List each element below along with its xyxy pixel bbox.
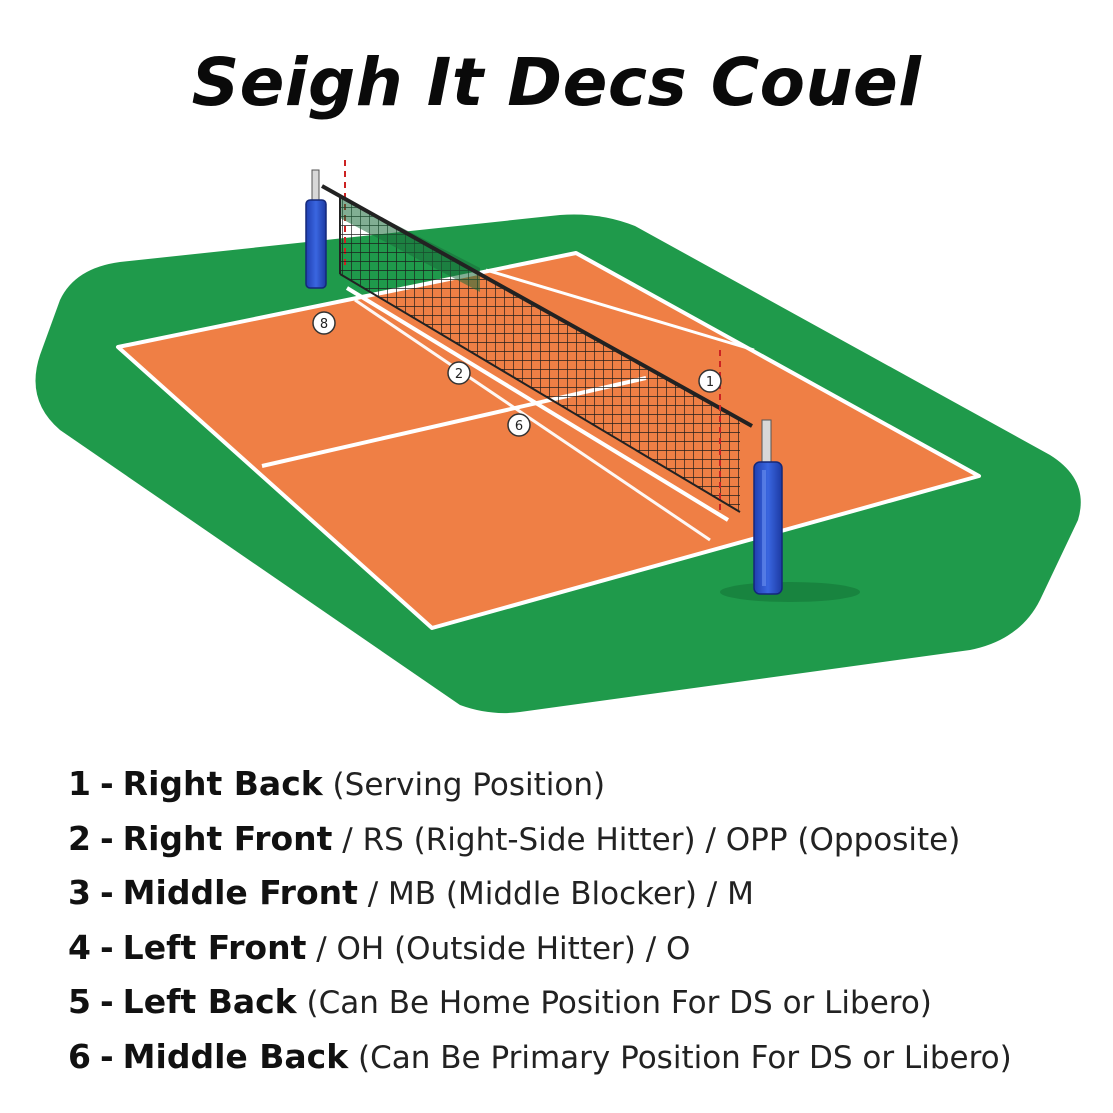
legend-item-6: 6-Middle Back (Can Be Primary Position F… — [68, 1030, 1098, 1085]
position-marker-label: 6 — [515, 419, 523, 434]
diagram-title: Seigh It Decs Couel — [191, 44, 922, 121]
legend-number: 3 — [68, 873, 91, 912]
legend-description: (Can Be Primary Position For DS or Liber… — [348, 1039, 1012, 1076]
legend-separator: - — [99, 818, 114, 858]
position-marker-1: 1 — [698, 369, 722, 393]
position-marker-6: 6 — [507, 413, 531, 437]
legend-item-1: 1-Right Back (Serving Position) — [68, 757, 1098, 812]
position-marker-label: 2 — [455, 367, 463, 382]
attack-line-far — [485, 268, 755, 352]
legend-position-name: Right Front — [122, 818, 333, 858]
legend-separator: - — [99, 982, 114, 1021]
legend-item-3: 3-Middle Front / MB (Middle Blocker) / M — [68, 866, 1098, 921]
legend-description: / RS (Right-Side Hitter) / OPP (Opposite… — [332, 821, 961, 858]
legend-description: (Can Be Home Position For DS or Libero) — [296, 985, 932, 1021]
position-marker-8: 8 — [312, 311, 336, 335]
legend-position-name: Middle Front — [122, 873, 358, 912]
legend-position-name: Left Front — [122, 927, 307, 967]
net — [321, 184, 753, 513]
legend-item-5: 5-Left Back (Can Be Home Position For DS… — [68, 975, 1098, 1030]
legend-number: 4 — [68, 927, 91, 967]
positions-legend: 1-Right Back (Serving Position) 2-Right … — [68, 757, 1098, 1084]
position-marker-label: 8 — [320, 317, 328, 332]
legend-description: / OH (Outside Hitter) / O — [306, 930, 691, 967]
legend-separator: - — [99, 927, 114, 967]
legend-description: / MB (Middle Blocker) / M — [357, 876, 754, 912]
legend-position-name: Middle Back — [122, 1036, 349, 1076]
position-marker-label: 1 — [706, 375, 714, 390]
legend-item-2: 2-Right Front / RS (Right-Side Hitter) /… — [68, 812, 1098, 867]
legend-separator: - — [99, 764, 114, 803]
legend-separator: - — [99, 1036, 114, 1076]
legend-number: 5 — [68, 982, 91, 1021]
legend-number: 1 — [68, 764, 91, 803]
legend-item-4: 4-Left Front / OH (Outside Hitter) / O — [68, 921, 1098, 976]
legend-number: 2 — [68, 818, 91, 858]
legend-position-name: Left Back — [122, 982, 297, 1021]
legend-number: 6 — [68, 1036, 91, 1076]
legend-position-name: Right Back — [122, 764, 323, 803]
position-marker-2: 2 — [447, 361, 471, 385]
court-line-left — [354, 298, 711, 542]
legend-description: (Serving Position) — [322, 767, 606, 803]
legend-separator: - — [99, 873, 114, 912]
